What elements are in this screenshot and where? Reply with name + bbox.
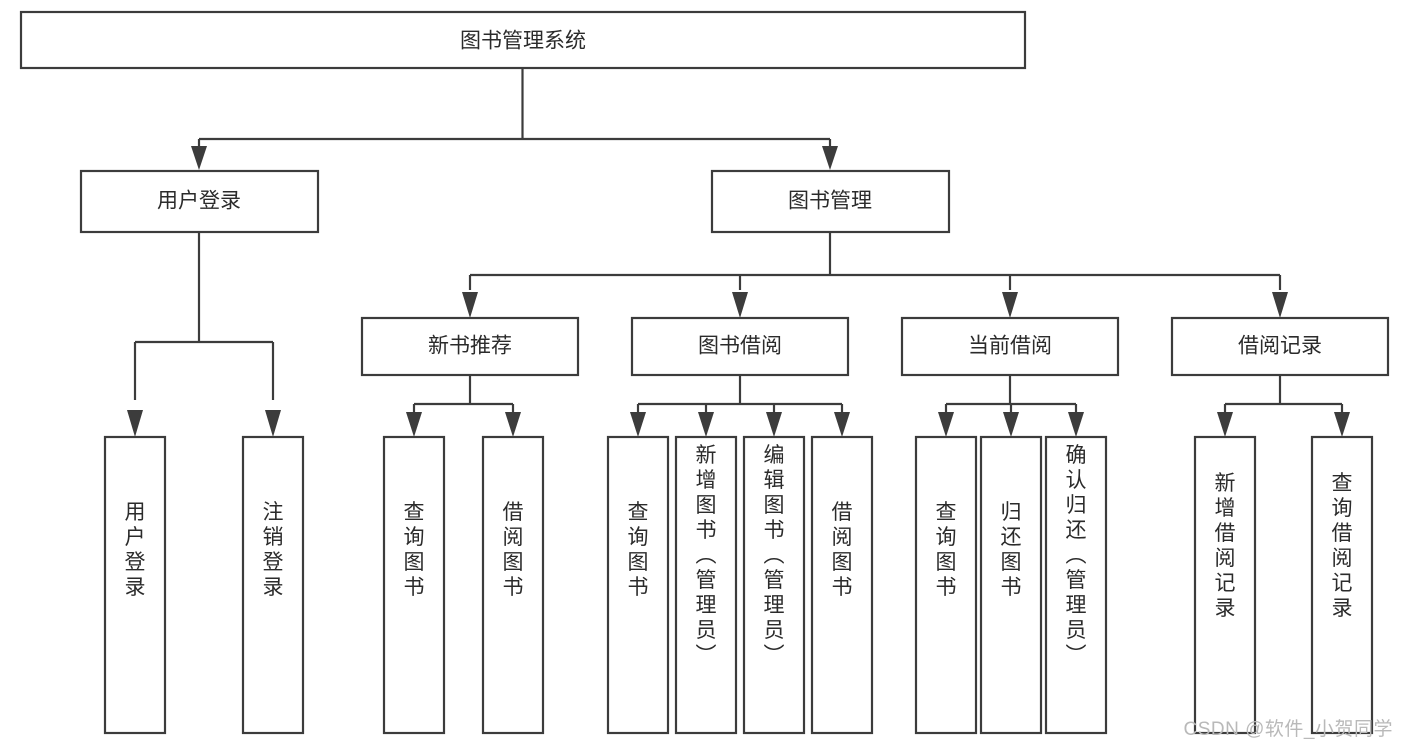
arrow-icon-nbr-leaf-2 bbox=[505, 412, 521, 437]
node-book-borrow[interactable]: 图书借阅 bbox=[630, 316, 850, 377]
arrow-icon-cb-leaf-1 bbox=[938, 412, 954, 437]
leaf-node-edit-book[interactable]: 编辑图书︵管理员︶ bbox=[742, 435, 806, 735]
leaf-user-login-box[interactable] bbox=[103, 435, 167, 735]
leaf-edit-book-box[interactable] bbox=[742, 435, 806, 735]
arrow-icon-root-to-book-manage bbox=[822, 146, 838, 170]
arrow-icon-br-leaf-2 bbox=[1334, 412, 1350, 437]
leaf-query-book-1-label: 查询图书 bbox=[404, 501, 425, 599]
leaf-logout-label: 注销登录 bbox=[263, 501, 284, 599]
arrow-icon-cb-leaf-2 bbox=[1003, 412, 1019, 437]
leaf-borrow-book-1-label: 借阅图书 bbox=[503, 501, 524, 599]
leaf-query-record-box[interactable] bbox=[1310, 435, 1374, 735]
leaf-node-return-book[interactable]: 归还图书 bbox=[979, 435, 1043, 735]
leaf-node-confirm-return[interactable]: 确认归还︵管理员︶ bbox=[1044, 435, 1108, 735]
arrow-icon-user-login-leaf-1 bbox=[127, 410, 143, 437]
connector-group-user-login bbox=[127, 232, 281, 437]
node-book-manage-box[interactable] bbox=[710, 169, 951, 234]
leaf-query-book-3-box[interactable] bbox=[914, 435, 978, 735]
leaf-query-book-2-label: 查询图书 bbox=[628, 501, 649, 599]
arrow-icon-root-to-user-login bbox=[191, 146, 207, 170]
leaf-confirm-return-box[interactable] bbox=[1044, 435, 1108, 735]
leaf-add-record-label: 新增借阅记录 bbox=[1215, 472, 1236, 620]
leaf-logout-box[interactable] bbox=[241, 435, 305, 735]
leaf-node-add-book[interactable]: 新增图书︵管理员︶ bbox=[674, 435, 738, 735]
leaf-query-record-label: 查询借阅记录 bbox=[1332, 472, 1353, 620]
arrow-icon-bm-to-current-borrow bbox=[1002, 292, 1018, 318]
connector-group-new-book-rec bbox=[406, 375, 521, 437]
leaf-return-book-box[interactable] bbox=[979, 435, 1043, 735]
arrow-icon-bb-leaf-4 bbox=[834, 412, 850, 437]
leaf-borrow-book-1-box[interactable] bbox=[481, 435, 545, 735]
node-new-book-rec-box[interactable] bbox=[360, 316, 580, 377]
leaf-node-borrow-book-2[interactable]: 借阅图书 bbox=[810, 435, 874, 735]
leaf-node-borrow-book-1[interactable]: 借阅图书 bbox=[481, 435, 545, 735]
node-borrow-record-box[interactable] bbox=[1170, 316, 1390, 377]
connector-group-borrow-record bbox=[1217, 375, 1350, 437]
leaf-add-record-box[interactable] bbox=[1193, 435, 1257, 735]
arrow-icon-user-login-leaf-2 bbox=[265, 410, 281, 437]
leaf-add-book-box[interactable] bbox=[674, 435, 738, 735]
node-current-borrow[interactable]: 当前借阅 bbox=[900, 316, 1120, 377]
connector-group-current-borrow bbox=[938, 375, 1084, 437]
leaf-return-book-label: 归还图书 bbox=[1001, 501, 1022, 599]
leaf-query-book-2-box[interactable] bbox=[606, 435, 670, 735]
leaf-edit-book-label: 编辑图书︵管理员︶ bbox=[764, 444, 785, 667]
arrow-icon-bb-leaf-3 bbox=[766, 412, 782, 437]
leaf-node-query-record[interactable]: 查询借阅记录 bbox=[1310, 435, 1374, 735]
leaf-confirm-return-label: 确认归还︵管理员︶ bbox=[1066, 444, 1087, 667]
node-root-label: 图书管理系统 bbox=[460, 30, 586, 53]
arrow-icon-bb-leaf-1 bbox=[630, 412, 646, 437]
leaf-node-user-login[interactable]: 用户登录 bbox=[103, 435, 167, 735]
node-user-login-label: 用户登录 bbox=[157, 190, 241, 213]
leaf-borrow-book-2-label: 借阅图书 bbox=[832, 501, 853, 599]
leaf-node-query-book-1[interactable]: 查询图书 bbox=[382, 435, 446, 735]
leaf-add-book-label: 新增图书︵管理员︶ bbox=[696, 444, 717, 667]
connector-group-book-borrow bbox=[630, 375, 850, 437]
node-borrow-record-label: 借阅记录 bbox=[1238, 335, 1322, 358]
leaf-borrow-book-2-box[interactable] bbox=[810, 435, 874, 735]
leaf-query-book-1-box[interactable] bbox=[382, 435, 446, 735]
node-borrow-record[interactable]: 借阅记录 bbox=[1170, 316, 1390, 377]
node-user-login[interactable]: 用户登录 bbox=[79, 169, 320, 234]
node-book-manage[interactable]: 图书管理 bbox=[710, 169, 951, 234]
arrow-icon-br-leaf-1 bbox=[1217, 412, 1233, 437]
leaf-node-logout[interactable]: 注销登录 bbox=[241, 435, 305, 735]
csdn-watermark: CSDN @软件_小贺同学 bbox=[1183, 719, 1393, 740]
leaf-node-add-record[interactable]: 新增借阅记录 bbox=[1193, 435, 1257, 735]
node-new-book-rec[interactable]: 新书推荐 bbox=[360, 316, 580, 377]
node-book-borrow-box[interactable] bbox=[630, 316, 850, 377]
arrow-icon-bb-leaf-2 bbox=[698, 412, 714, 437]
node-user-login-box[interactable] bbox=[79, 169, 320, 234]
leaf-user-login-label: 用户登录 bbox=[125, 501, 146, 599]
leaf-query-book-3-label: 查询图书 bbox=[936, 501, 957, 599]
node-current-borrow-box[interactable] bbox=[900, 316, 1120, 377]
node-root[interactable]: 图书管理系统 bbox=[19, 10, 1027, 70]
node-new-book-rec-label: 新书推荐 bbox=[428, 335, 512, 358]
node-current-borrow-label: 当前借阅 bbox=[968, 335, 1052, 358]
connector-group-root bbox=[191, 68, 838, 170]
leaf-node-query-book-3[interactable]: 查询图书 bbox=[914, 435, 978, 735]
leaf-node-query-book-2[interactable]: 查询图书 bbox=[606, 435, 670, 735]
arrow-icon-cb-leaf-3 bbox=[1068, 412, 1084, 437]
node-book-manage-label: 图书管理 bbox=[788, 190, 872, 213]
arrow-icon-bm-to-book-borrow bbox=[732, 292, 748, 318]
node-book-borrow-label: 图书借阅 bbox=[698, 335, 782, 358]
arrow-icon-nbr-leaf-1 bbox=[406, 412, 422, 437]
connector-group-book-manage bbox=[462, 232, 1288, 318]
arrow-icon-bm-to-new-book-rec bbox=[462, 292, 478, 318]
node-root-box[interactable] bbox=[19, 10, 1027, 70]
arrow-icon-bm-to-borrow-record bbox=[1272, 292, 1288, 318]
